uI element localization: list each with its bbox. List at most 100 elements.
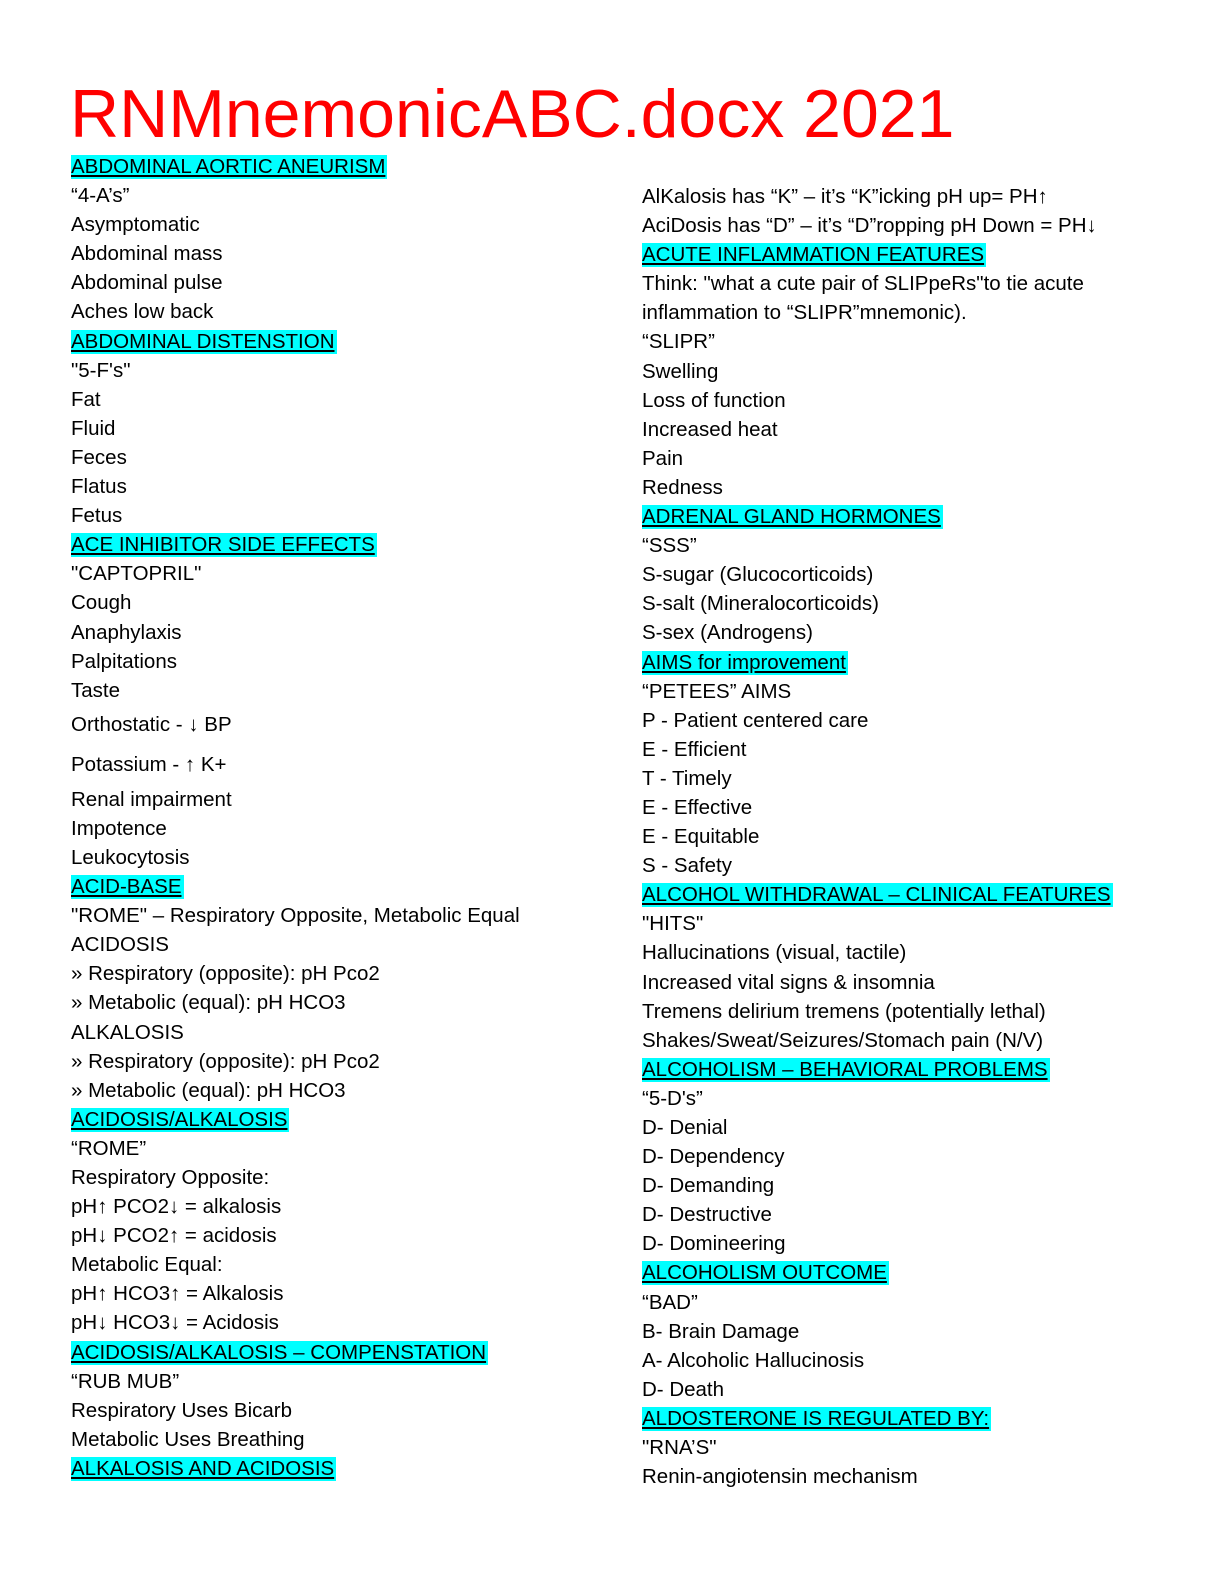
section-heading: ACIDOSIS/ALKALOSIS xyxy=(71,1105,641,1134)
text-line-label: "RNA’S" xyxy=(642,1436,717,1460)
text-line: Orthostatic - ↓ BP xyxy=(71,705,641,745)
text-line-label: Increased vital signs & insomnia xyxy=(642,970,935,994)
text-line-label: Palpitations xyxy=(71,649,177,673)
section-heading-label: AIMS for improvement xyxy=(642,650,848,675)
text-line: “BAD” xyxy=(642,1288,1212,1317)
text-line: Fluid xyxy=(71,414,641,443)
text-line-label: Renal impairment xyxy=(71,787,232,811)
section-heading-label: ABDOMINAL DISTENSTION xyxy=(71,329,337,354)
text-line: “SLIPR” xyxy=(642,327,1212,356)
text-line: Impotence xyxy=(71,814,641,843)
text-line: "ROME" – Respiratory Opposite, Metabolic… xyxy=(71,901,641,930)
text-line-label: » Respiratory (opposite): pH Pco2 xyxy=(71,1049,380,1073)
section-heading-label: ALCOHOLISM – BEHAVIORAL PROBLEMS xyxy=(642,1057,1050,1082)
text-line: P - Patient centered care xyxy=(642,706,1212,735)
text-line-label: D- Death xyxy=(642,1377,725,1401)
text-line: A- Alcoholic Hallucinosis xyxy=(642,1346,1212,1375)
text-line: S-sex (Androgens) xyxy=(642,618,1212,647)
text-line-label: “SLIPR” xyxy=(642,330,715,354)
text-line: “RUB MUB” xyxy=(71,1367,641,1396)
section-heading-label: ALCOHOLISM OUTCOME xyxy=(642,1261,889,1286)
text-line-label: D- Denial xyxy=(642,1116,728,1139)
text-line: pH↑ HCO3↑ = Alkalosis xyxy=(71,1279,641,1308)
left-column: ABDOMINAL AORTIC ANEURISM“4-A’s”Asymptom… xyxy=(71,152,641,1483)
section-heading-label: ACE INHIBITOR SIDE EFFECTS xyxy=(71,533,377,558)
text-line: "CAPTOPRIL" xyxy=(71,559,641,588)
text-line-label: Abdominal pulse xyxy=(71,271,223,295)
text-line-label: AciDosis has “D” – it’s “D”ropping pH Do… xyxy=(642,214,1097,238)
text-line-label: Redness xyxy=(642,475,723,499)
text-line: D- Denial xyxy=(642,1113,1212,1142)
right-column: AlKalosis has “K” – it’s “K”icking pH up… xyxy=(642,182,1212,1491)
text-line: B- Brain Damage xyxy=(642,1317,1212,1346)
text-line: Redness xyxy=(642,473,1212,502)
text-line: » Metabolic (equal): pH HCO3 xyxy=(71,1076,641,1105)
text-line: "HITS" xyxy=(642,909,1212,938)
section-heading: ALCOHOLISM – BEHAVIORAL PROBLEMS xyxy=(642,1055,1212,1084)
section-heading: ALCOHOL WITHDRAWAL – CLINICAL FEATURES xyxy=(642,880,1212,909)
text-line-label: ACIDOSIS xyxy=(71,933,169,957)
text-line: Leukocytosis xyxy=(71,843,641,872)
text-line-label: T - Timely xyxy=(642,766,732,790)
text-line-label: Swelling xyxy=(642,359,719,383)
text-line: Metabolic Equal: xyxy=(71,1250,641,1279)
text-line: “PETEES” AIMS xyxy=(642,677,1212,706)
text-line-label: S-sugar (Glucocorticoids) xyxy=(642,563,874,587)
text-line: E - Effective xyxy=(642,793,1212,822)
text-line: Think: "what a cute pair of SLIPpeRs"to … xyxy=(642,269,1212,298)
text-line-label: Abdominal mass xyxy=(71,242,223,266)
text-line: Abdominal mass xyxy=(71,239,641,268)
text-line: Swelling xyxy=(642,357,1212,386)
text-line-label: Respiratory Opposite: xyxy=(71,1166,270,1189)
text-line-label: » Metabolic (equal): pH HCO3 xyxy=(71,991,346,1015)
text-line: Renin-angiotensin mechanism xyxy=(642,1462,1212,1491)
text-line: E - Equitable xyxy=(642,822,1212,851)
text-line-label: Anaphylaxis xyxy=(71,620,182,644)
section-heading-label: ALDOSTERONE IS REGULATED BY: xyxy=(642,1406,992,1431)
text-line: pH↓ PCO2↑ = acidosis xyxy=(71,1221,641,1250)
text-line-label: Hallucinations (visual, tactile) xyxy=(642,941,907,965)
text-line: Palpitations xyxy=(71,647,641,676)
text-line-label: Orthostatic - ↓ BP xyxy=(71,712,232,736)
text-line-label: D- Demanding xyxy=(642,1174,775,1198)
text-line-label: "ROME" – Respiratory Opposite, Metabolic… xyxy=(71,904,520,928)
text-line-label: Fat xyxy=(71,387,101,411)
text-line: E - Efficient xyxy=(642,735,1212,764)
section-heading: ACIDOSIS/ALKALOSIS – COMPENSTATION xyxy=(71,1338,641,1367)
text-line-label: E - Effective xyxy=(642,795,753,819)
text-line-label: pH↓ PCO2↑ = acidosis xyxy=(71,1224,277,1248)
text-line-label: Taste xyxy=(71,678,120,702)
section-heading: ACUTE INFLAMMATION FEATURES xyxy=(642,240,1212,269)
text-line: Pain xyxy=(642,444,1212,473)
text-line: Anaphylaxis xyxy=(71,618,641,647)
text-line: D- Domineering xyxy=(642,1229,1212,1258)
section-heading-label: ALCOHOL WITHDRAWAL – CLINICAL FEATURES xyxy=(642,883,1113,908)
text-line: S-sugar (Glucocorticoids) xyxy=(642,560,1212,589)
text-line: Taste xyxy=(71,676,641,705)
text-line-label: S - Safety xyxy=(642,854,733,878)
text-line: Potassium - ↑ K+ xyxy=(71,745,641,785)
section-heading: ADRENAL GLAND HORMONES xyxy=(642,502,1212,531)
text-line-label: “5-D's” xyxy=(642,1086,703,1110)
section-heading: ACE INHIBITOR SIDE EFFECTS xyxy=(71,530,641,559)
text-line-label: Loss of function xyxy=(642,388,786,412)
text-line: Abdominal pulse xyxy=(71,268,641,297)
text-line: D- Dependency xyxy=(642,1142,1212,1171)
section-heading: ALCOHOLISM OUTCOME xyxy=(642,1258,1212,1287)
text-line-label: S-sex (Androgens) xyxy=(642,621,813,645)
text-line-label: Asymptomatic xyxy=(71,213,200,237)
text-line: inflammation to “SLIPR”mnemonic). xyxy=(642,298,1212,327)
text-line: » Metabolic (equal): pH HCO3 xyxy=(71,988,641,1017)
section-heading-label: ABDOMINAL AORTIC ANEURISM xyxy=(71,155,388,179)
text-line-label: AlKalosis has “K” – it’s “K”icking pH up… xyxy=(642,185,1048,208)
text-line-label: Aches low back xyxy=(71,300,214,324)
text-line: Fetus xyxy=(71,501,641,530)
text-line: Respiratory Opposite: xyxy=(71,1163,641,1192)
text-line-label: D- Destructive xyxy=(642,1203,772,1227)
text-line-label: D- Domineering xyxy=(642,1232,786,1256)
text-line: Metabolic Uses Breathing xyxy=(71,1425,641,1454)
text-line-label: B- Brain Damage xyxy=(642,1319,800,1343)
text-line: AlKalosis has “K” – it’s “K”icking pH up… xyxy=(642,182,1212,211)
text-line: Cough xyxy=(71,588,641,617)
